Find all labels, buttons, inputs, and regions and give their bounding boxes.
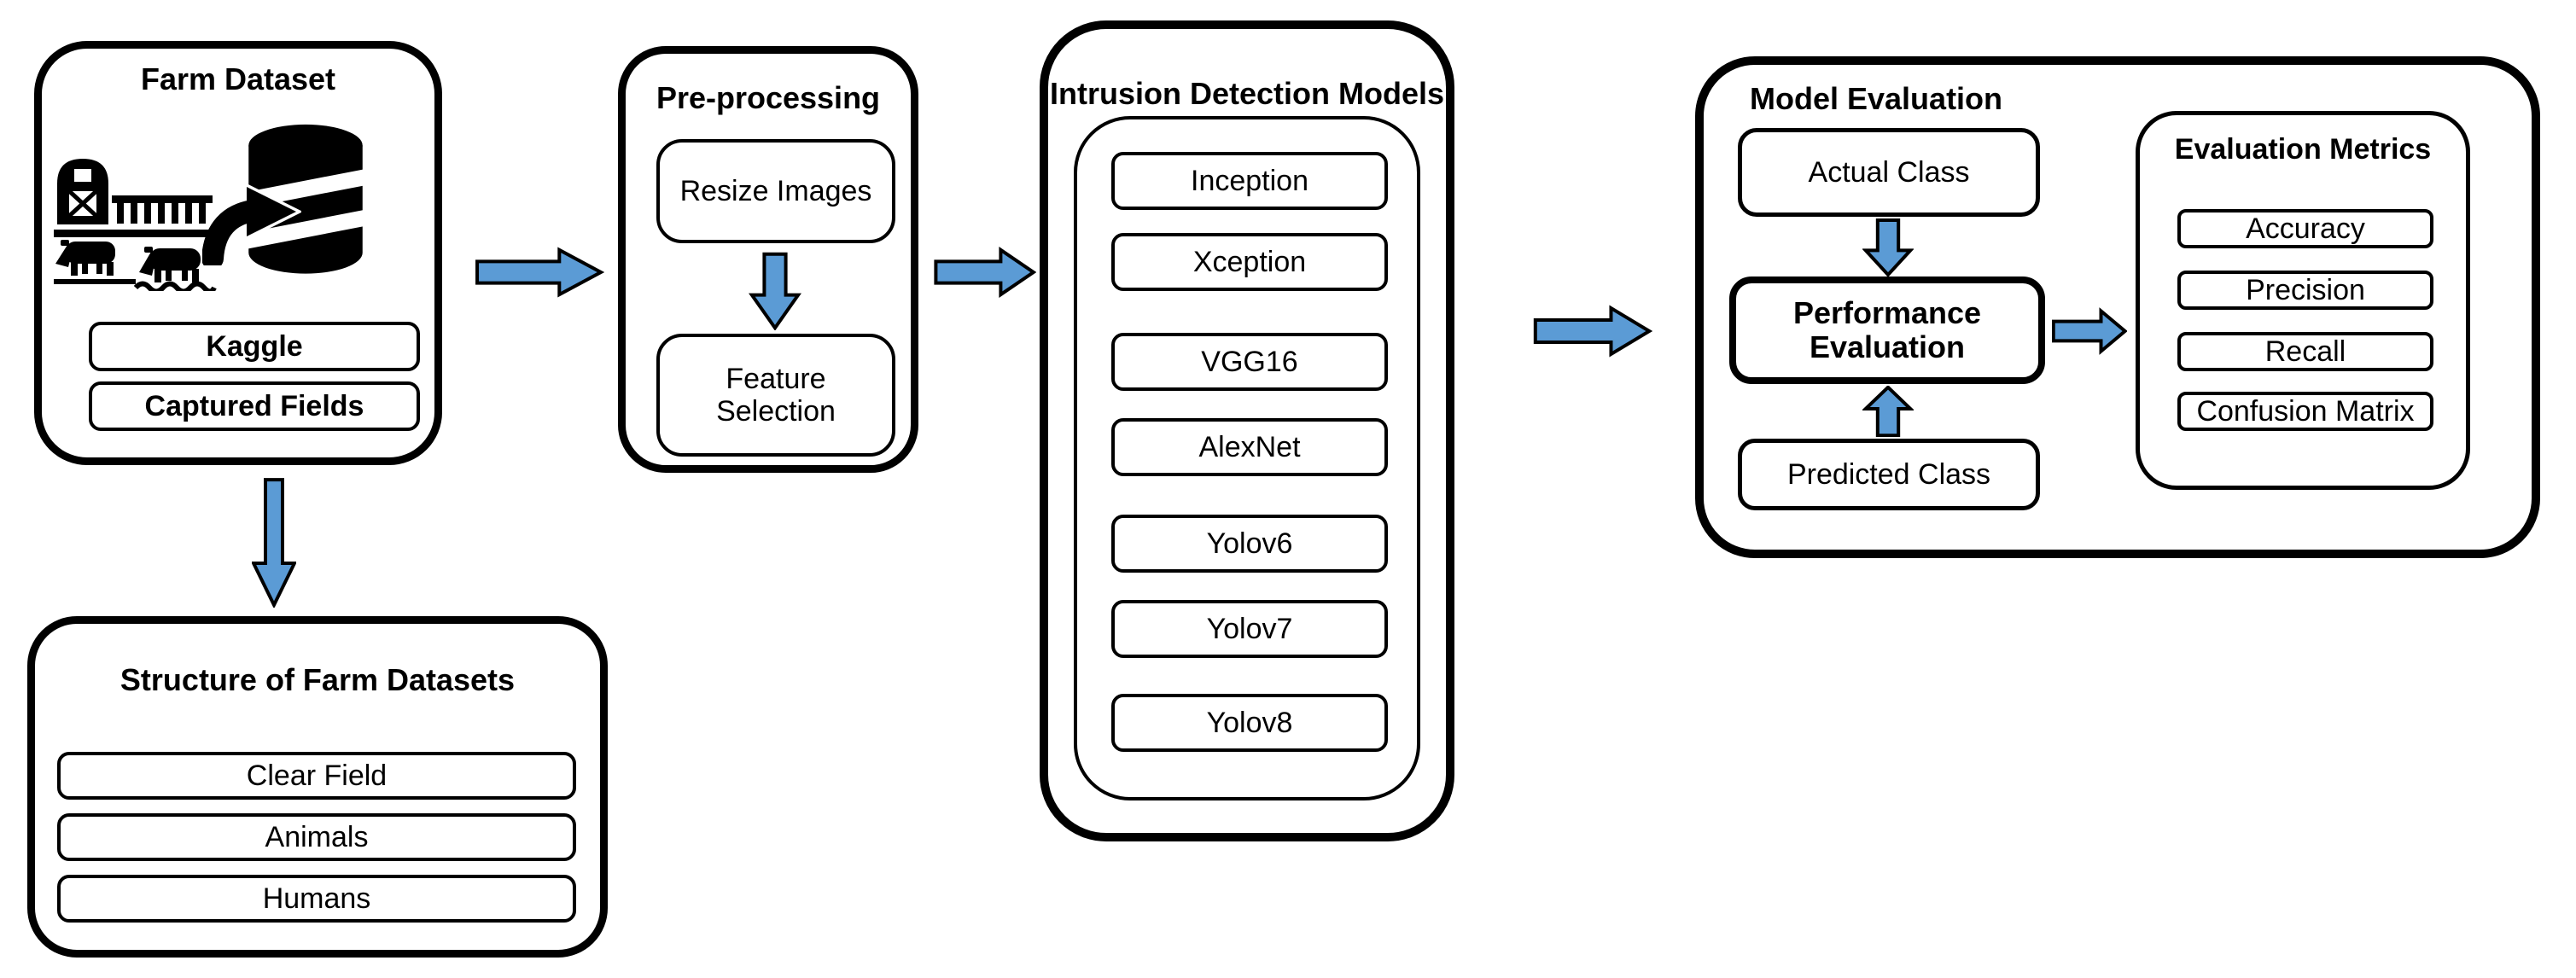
database-icon xyxy=(245,124,366,274)
structure-farm-datasets-box: Structure of Farm Datasets Clear Field A… xyxy=(27,616,608,958)
humans-item: Humans xyxy=(57,875,576,923)
metric-confusion-matrix: Confusion Matrix xyxy=(2177,392,2433,431)
flow-arrow-right-icon xyxy=(934,246,1036,299)
actual-class-item: Actual Class xyxy=(1738,128,2040,217)
model-xception: Xception xyxy=(1111,233,1388,291)
preprocessing-title: Pre-processing xyxy=(656,80,881,115)
kaggle-source-item: Kaggle xyxy=(89,322,420,371)
animals-item: Animals xyxy=(57,813,576,861)
preprocessing-box: Pre-processing Resize Images Feature Sel… xyxy=(618,46,918,473)
flow-arrow-right-icon xyxy=(2052,307,2127,355)
models-inner-frame: Inception Xception VGG16 AlexNet Yolov6 … xyxy=(1074,116,1420,800)
flow-arrow-right-icon xyxy=(1533,304,1652,358)
resize-images-step: Resize Images xyxy=(656,139,895,243)
model-yolov7: Yolov7 xyxy=(1111,600,1388,658)
predicted-class-item: Predicted Class xyxy=(1738,439,2040,510)
model-inception: Inception xyxy=(1111,152,1388,210)
flow-arrow-up-icon xyxy=(1862,386,1914,437)
evaluation-metrics-title: Evaluation Metrics xyxy=(2174,133,2432,166)
performance-evaluation-item: Performance Evaluation xyxy=(1729,277,2045,384)
metric-accuracy: Accuracy xyxy=(2177,209,2433,248)
model-yolov6: Yolov6 xyxy=(1111,515,1388,573)
flow-arrow-down-icon xyxy=(252,478,296,608)
clear-field-item: Clear Field xyxy=(57,752,576,800)
flow-arrow-right-icon xyxy=(475,246,604,299)
model-yolov8: Yolov8 xyxy=(1111,694,1388,752)
feature-selection-step: Feature Selection xyxy=(656,334,895,457)
model-vgg16: VGG16 xyxy=(1111,333,1388,391)
model-evaluation-title: Model Evaluation xyxy=(1750,81,2003,116)
metric-precision: Precision xyxy=(2177,271,2433,310)
model-evaluation-box: Model Evaluation Actual Class Performanc… xyxy=(1695,56,2540,558)
curved-arrow-icon xyxy=(202,183,301,265)
model-alexnet: AlexNet xyxy=(1111,418,1388,476)
structure-title: Structure of Farm Datasets xyxy=(119,662,516,697)
evaluation-metrics-box: Evaluation Metrics Accuracy Precision Re… xyxy=(2136,111,2470,490)
models-title: Intrusion Detection Models xyxy=(1049,76,1445,111)
intrusion-detection-models-box: Intrusion Detection Models Inception Xce… xyxy=(1040,20,1454,841)
farm-dataset-title: Farm Dataset xyxy=(140,61,336,96)
farm-scene-icon xyxy=(54,159,217,291)
metric-recall: Recall xyxy=(2177,332,2433,371)
flow-arrow-down-icon xyxy=(1862,218,1914,277)
farm-dataset-box: Farm Dataset xyxy=(34,41,442,465)
flow-arrow-down-icon xyxy=(749,252,801,330)
captured-fields-source-item: Captured Fields xyxy=(89,381,420,431)
